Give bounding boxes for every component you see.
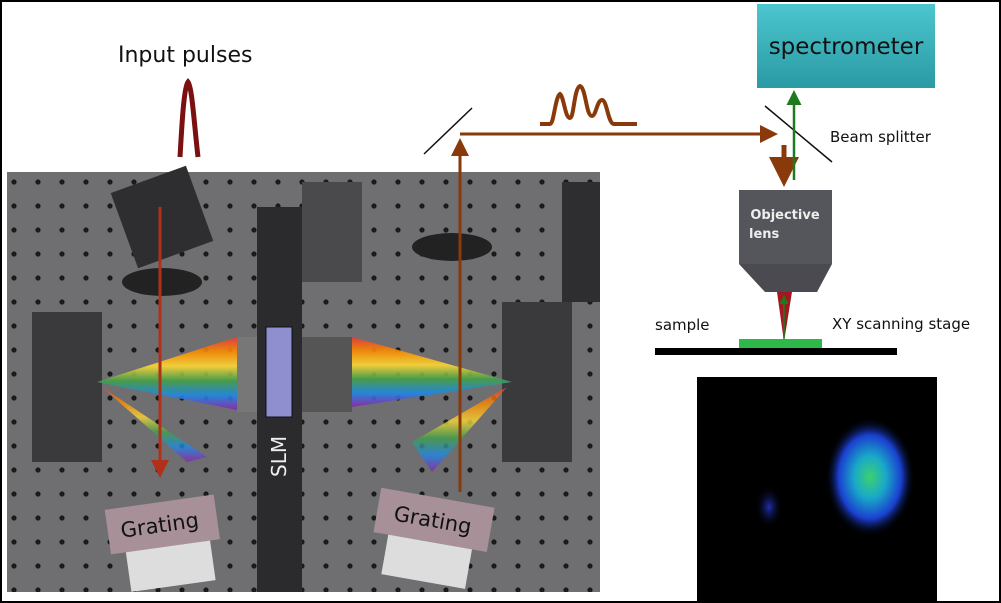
input-pulses-label: Input pulses [118, 43, 252, 68]
input-pulse-icon [177, 77, 201, 158]
objective-lens [739, 190, 832, 264]
objective-label-line1: Objective [750, 208, 819, 223]
objective-label-line2: lens [749, 227, 780, 242]
spectrometer-label: spectrometer [769, 34, 924, 60]
beam-splitter-label: Beam splitter [830, 128, 932, 146]
spectrum-fan-right [352, 337, 512, 407]
slm-label: SLM [267, 436, 291, 477]
spectrometer-box [757, 4, 935, 88]
pulse-shaper-photo: SLM Grating Grating [7, 165, 600, 592]
slm-window [265, 326, 293, 418]
xy-scanning-stage [655, 348, 897, 355]
spectrum-fan-left [97, 337, 237, 410]
scan-image [697, 377, 937, 601]
beam-splitter [764, 105, 833, 163]
sample-label: sample [655, 316, 710, 334]
mirror [423, 107, 473, 155]
xy-stage-label: XY scanning stage [832, 315, 970, 333]
sample [739, 339, 822, 348]
shaped-pulse-icon [540, 83, 637, 126]
